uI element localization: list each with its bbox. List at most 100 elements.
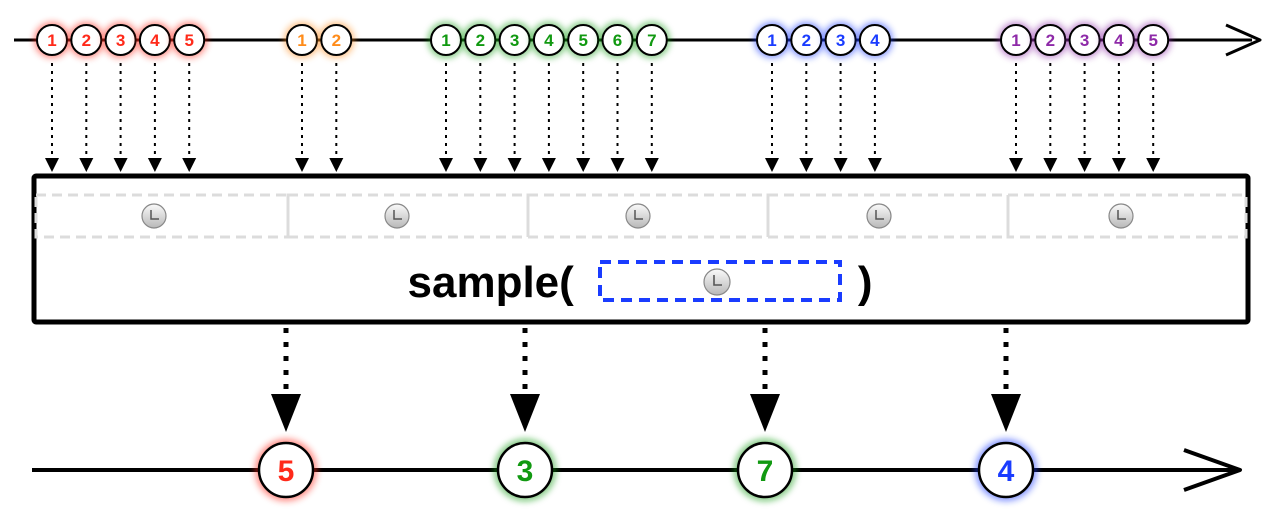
input-marble: 1 [34, 22, 70, 58]
marble-circle [1034, 24, 1067, 56]
input-arrow-head [541, 158, 556, 172]
output-timeline [32, 448, 1242, 492]
input-marble: 3 [102, 22, 139, 58]
marble-circle [36, 24, 68, 56]
marble-circle [635, 24, 668, 56]
marble-label: 4 [544, 31, 554, 50]
input-arrow-head [182, 158, 197, 172]
clock-icon [625, 203, 651, 229]
marble-label: 5 [278, 455, 295, 488]
input-arrow-head [765, 158, 779, 172]
marble-label: 4 [150, 31, 160, 50]
input-arrows [45, 63, 1161, 172]
input-marble: 1 [284, 22, 320, 58]
time-window [526, 193, 770, 239]
input-arrow-head [1043, 158, 1058, 172]
input-arrow-head [576, 158, 591, 172]
input-marble: 6 [599, 22, 636, 58]
marble-circle [498, 24, 531, 56]
input-marble: 2 [318, 22, 355, 58]
marble-label: 5 [1148, 31, 1157, 50]
marble-circle [464, 24, 497, 56]
input-marble: 5 [171, 22, 208, 58]
marble-label: 3 [517, 455, 534, 488]
input-marble: 5 [565, 22, 602, 58]
marble-label: 3 [510, 31, 519, 50]
marble-circle [601, 24, 634, 56]
input-marble: 1 [998, 22, 1034, 58]
input-marble: 2 [462, 22, 499, 58]
input-arrow-head [329, 158, 344, 172]
input-marble: 1 [754, 22, 790, 58]
time-window [286, 193, 530, 239]
clock-icon [866, 203, 892, 229]
marble-label: 2 [332, 31, 341, 50]
marble-circle [104, 24, 137, 56]
marble-label: 3 [1080, 31, 1089, 50]
input-arrow-head [147, 158, 162, 172]
input-arrow-head [113, 158, 128, 172]
marble-circle [1000, 24, 1032, 56]
input-marble: 3 [822, 22, 859, 58]
time-window [1006, 193, 1248, 239]
input-arrow-head [1077, 158, 1092, 172]
marble-circle [567, 24, 600, 56]
input-arrow-head [610, 158, 625, 172]
marble-circle [70, 24, 103, 56]
marble-label: 2 [476, 31, 485, 50]
marble-circle [532, 24, 565, 56]
input-marble: 5 [1135, 22, 1172, 58]
input-marble: 4 [530, 22, 567, 58]
marble-circle [138, 24, 171, 56]
marble-circle [496, 441, 554, 499]
input-arrow-head [507, 158, 522, 172]
output-marble: 7 [734, 439, 796, 501]
input-arrow-head [1146, 158, 1161, 172]
input-marble: 2 [1032, 22, 1069, 58]
marble-label: 6 [613, 31, 622, 50]
time-window [34, 193, 290, 239]
marble-label: 7 [757, 455, 774, 488]
sample-operator-box: sample() [31, 173, 1251, 325]
output-arrow-head [271, 394, 301, 432]
clock-icon [384, 203, 410, 229]
marble-circle [756, 24, 788, 56]
input-marble: 3 [496, 22, 533, 58]
output-marbles: 5 3 7 4 [255, 439, 1037, 501]
marble-label: 3 [116, 31, 125, 50]
marble-label: 1 [297, 31, 306, 50]
input-marble: 4 [1100, 22, 1137, 58]
input-marble: 2 [788, 22, 825, 58]
input-marble: 7 [633, 22, 670, 58]
input-marble: 3 [1066, 22, 1103, 58]
input-arrow-head [799, 158, 814, 172]
marble-circle [858, 24, 891, 56]
input-arrow-head [833, 158, 848, 172]
marble-label: 4 [1114, 31, 1124, 50]
output-arrow-head [991, 394, 1021, 432]
input-arrow-head [79, 158, 94, 172]
marble-label: 1 [1011, 31, 1020, 50]
output-marble: 3 [494, 439, 556, 501]
marble-circle [1137, 24, 1170, 56]
marble-label: 2 [802, 31, 811, 50]
time-window [766, 193, 1010, 239]
input-arrow-head [439, 158, 453, 172]
marble-label: 4 [998, 455, 1015, 488]
input-arrow-head [473, 158, 488, 172]
marble-label: 5 [184, 31, 193, 50]
input-marble: 4 [856, 22, 893, 58]
marble-label: 2 [1046, 31, 1055, 50]
marble-circle [320, 24, 353, 56]
marble-circle [257, 441, 315, 499]
marble-circle [286, 24, 318, 56]
input-arrow-head [867, 158, 882, 172]
marble-label: 1 [441, 31, 450, 50]
operator-label-suffix: ) [858, 258, 873, 307]
output-marble: 5 [255, 439, 317, 501]
marble-circle [790, 24, 823, 56]
marble-label: 2 [82, 31, 91, 50]
sampler-clock-icon [703, 268, 731, 296]
